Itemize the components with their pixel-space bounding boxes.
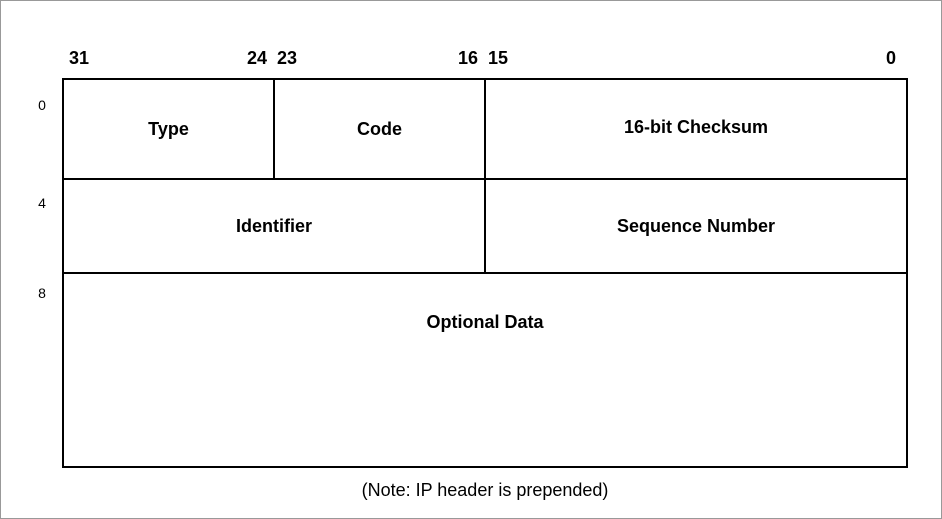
offset-label-8: 8 [38, 285, 46, 301]
offset-label-0: 0 [38, 97, 46, 113]
field-type: Type [62, 78, 275, 180]
field-code-label: Code [357, 118, 402, 139]
field-checksum-label: 16-bit Checksum [623, 116, 769, 137]
bit-label-16: 16 [458, 48, 479, 68]
offset-label-4: 4 [38, 195, 46, 211]
field-code: Code [273, 78, 486, 180]
footnote: (Note: IP header is prepended) [361, 480, 609, 500]
field-identifier-label: Identifier [235, 215, 312, 236]
bit-label-15: 15 [488, 48, 509, 68]
bit-label-0: 0 [886, 48, 897, 68]
bit-label-24: 24 [247, 48, 268, 68]
field-identifier: Identifier [62, 178, 486, 274]
field-sequence-number-label: Sequence Number [616, 215, 776, 236]
bit-label-23: 23 [277, 48, 298, 68]
field-sequence-number: Sequence Number [484, 178, 908, 274]
field-optional-data: Optional Data [62, 272, 908, 468]
field-optional-data-label: Optional Data [426, 312, 544, 332]
bit-label-31: 31 [69, 48, 90, 68]
field-type-label: Type [148, 118, 189, 139]
field-checksum: 16-bit Checksum [484, 78, 908, 180]
